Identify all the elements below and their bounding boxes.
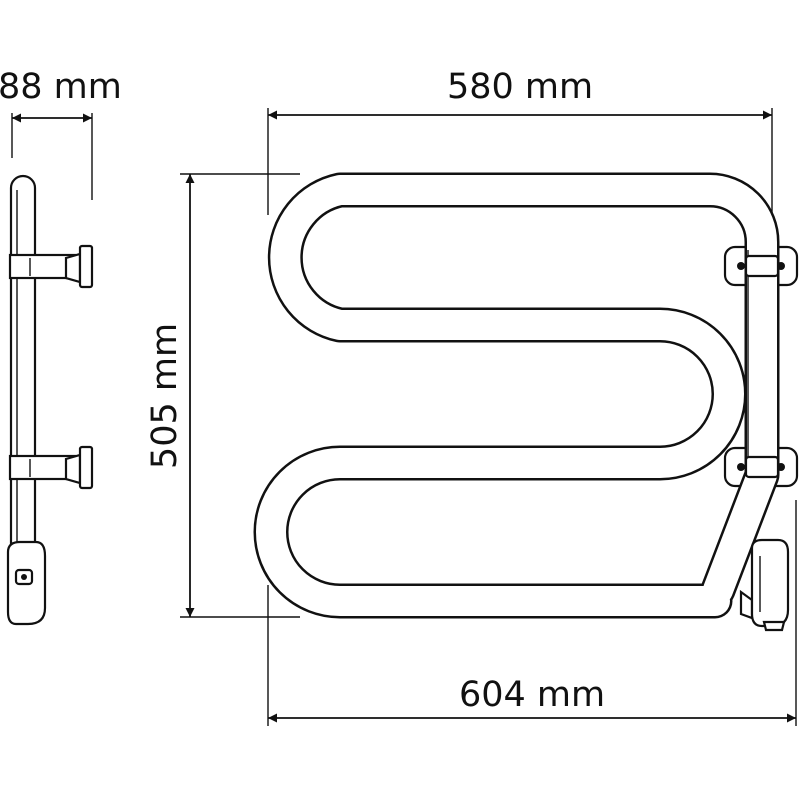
side-control-box [6, 540, 47, 626]
side-view: 88 mm [0, 67, 122, 626]
collar-upper [744, 254, 780, 278]
front-control-unit [739, 538, 790, 632]
side-bracket-lower [8, 445, 94, 490]
serpentine-tube [253, 172, 780, 619]
width-top-label: 580 mm [447, 67, 593, 107]
collar-lower [744, 455, 780, 479]
side-pipe [9, 174, 37, 568]
width-bottom-label: 604 mm [459, 675, 605, 715]
depth-label: 88 mm [0, 67, 122, 107]
side-bracket-upper [8, 244, 94, 289]
height-label: 505 mm [145, 323, 185, 469]
front-view: 580 mm 505 mm 604 mm [145, 67, 799, 726]
